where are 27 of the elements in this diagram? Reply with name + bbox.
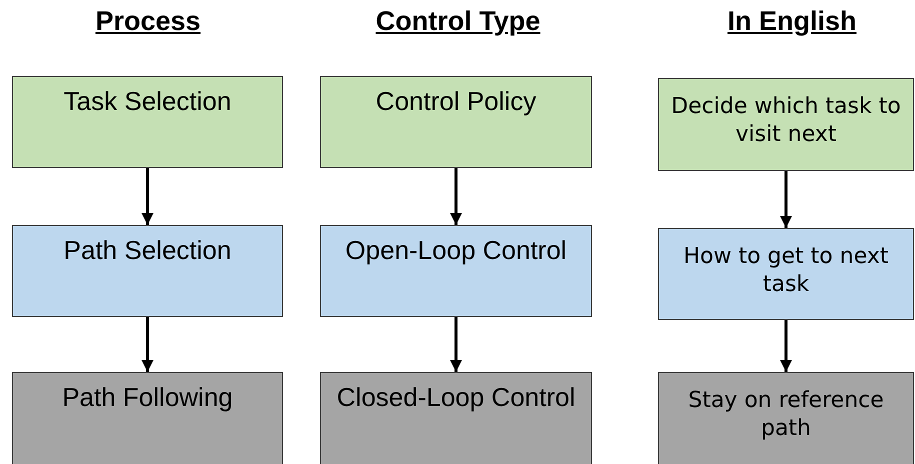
box-label: Stay on reference path bbox=[687, 387, 885, 442]
arrow bbox=[780, 320, 792, 372]
box-label: Open-Loop Control bbox=[344, 234, 568, 266]
process-box bbox=[320, 76, 592, 168]
box-label: Task Selection bbox=[62, 85, 232, 118]
column-heading: Control Type bbox=[376, 6, 540, 37]
box-label: Control Policy bbox=[374, 85, 538, 118]
box-label: Path Following bbox=[61, 381, 234, 414]
process-box bbox=[320, 225, 592, 317]
arrow bbox=[142, 317, 154, 372]
process-box bbox=[658, 372, 914, 464]
box-label: Closed-Loop Control bbox=[336, 381, 576, 414]
process-box bbox=[320, 372, 592, 464]
column-heading: Process bbox=[95, 6, 201, 37]
process-box bbox=[12, 225, 283, 317]
arrow bbox=[450, 317, 462, 372]
process-box bbox=[12, 372, 283, 464]
arrow bbox=[142, 168, 154, 225]
box-label: How to get to next task bbox=[682, 243, 890, 298]
process-box bbox=[12, 76, 283, 168]
box-label: Decide which task to visit next bbox=[670, 93, 902, 148]
arrow bbox=[450, 168, 462, 225]
box-label: Path Selection bbox=[62, 234, 232, 266]
process-box bbox=[658, 228, 914, 320]
arrow bbox=[780, 171, 792, 228]
process-box bbox=[658, 78, 914, 171]
column-heading: In English bbox=[728, 6, 856, 37]
